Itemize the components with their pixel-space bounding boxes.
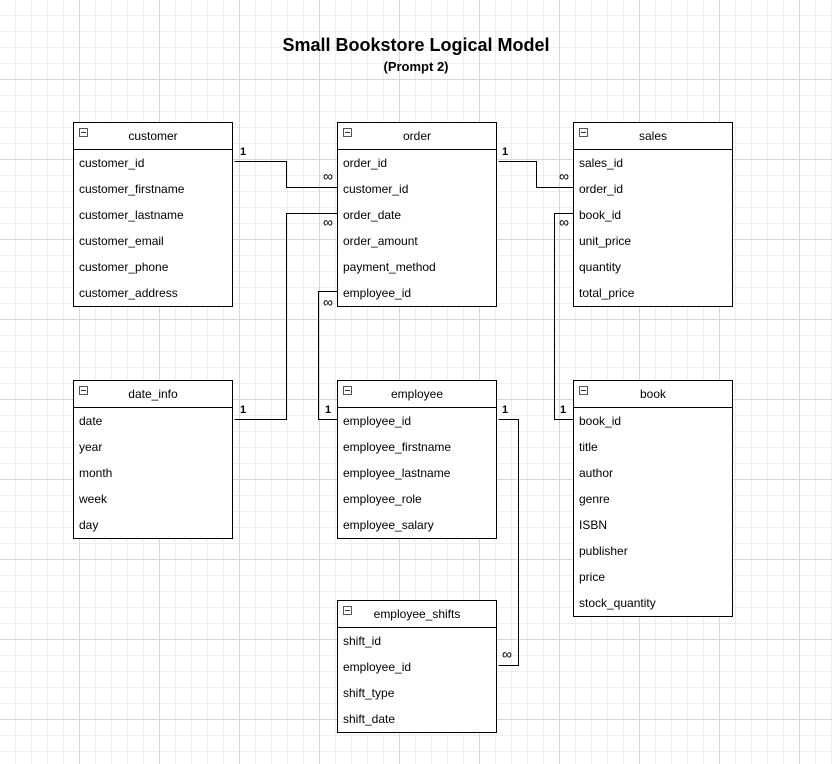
entity-header[interactable]: book xyxy=(574,381,732,408)
card-order-employee-many: ∞ xyxy=(323,294,333,310)
field-row[interactable]: publisher xyxy=(579,544,628,558)
card-order-customer-many: ∞ xyxy=(323,168,333,184)
field-row[interactable]: customer_lastname xyxy=(79,208,184,222)
card-sales-order-many: ∞ xyxy=(559,168,569,184)
field-row[interactable]: customer_firstname xyxy=(79,182,185,196)
field-row[interactable]: customer_id xyxy=(343,182,409,196)
collapse-icon[interactable] xyxy=(579,128,588,137)
diagram-title: Small Bookstore Logical Model xyxy=(282,35,550,55)
entity-name: customer xyxy=(128,129,178,143)
field-row[interactable]: employee_salary xyxy=(343,518,434,532)
card-customer-one: 1 xyxy=(240,146,247,158)
entity-header[interactable]: sales xyxy=(574,123,732,150)
field-row[interactable]: payment_method xyxy=(343,260,436,274)
card-book-one: 1 xyxy=(560,404,567,416)
entity-order[interactable]: order order_id customer_id order_date or… xyxy=(337,122,497,307)
field-row[interactable]: employee_firstname xyxy=(343,440,452,454)
field-row[interactable]: date xyxy=(79,414,103,428)
entity-name: book xyxy=(639,387,667,401)
field-row[interactable]: employee_id xyxy=(343,660,412,674)
rel-employee-shifts xyxy=(498,419,519,666)
field-row[interactable]: customer_email xyxy=(79,234,164,248)
card-employee-shift-one: 1 xyxy=(502,404,509,416)
field-row[interactable]: week xyxy=(79,492,108,506)
field-row[interactable]: order_id xyxy=(343,156,388,170)
field-row[interactable]: order_amount xyxy=(343,234,418,248)
card-employee-order-one: 1 xyxy=(325,404,332,416)
field-row[interactable]: shift_date xyxy=(343,712,396,726)
entity-date-info[interactable]: date_info date year month week day xyxy=(73,380,233,539)
rel-date-order xyxy=(234,213,339,420)
rel-book-sales xyxy=(554,213,575,420)
entity-name: employee xyxy=(390,387,444,401)
field-row[interactable]: book_id xyxy=(579,414,622,428)
field-row[interactable]: stock_quantity xyxy=(579,596,656,610)
field-row[interactable]: shift_type xyxy=(343,686,395,700)
field-row[interactable]: order_date xyxy=(343,208,402,222)
collapse-icon[interactable] xyxy=(79,128,88,137)
field-row[interactable]: author xyxy=(579,466,614,480)
field-row[interactable]: month xyxy=(79,466,113,480)
field-row[interactable]: employee_lastname xyxy=(343,466,451,480)
collapse-icon[interactable] xyxy=(343,386,352,395)
card-sales-book-many: ∞ xyxy=(559,214,569,230)
field-row[interactable]: year xyxy=(79,440,103,454)
field-row[interactable]: ISBN xyxy=(579,518,608,532)
entity-customer[interactable]: customer customer_id customer_firstname … xyxy=(73,122,233,307)
collapse-icon[interactable] xyxy=(343,606,352,615)
field-row[interactable]: customer_id xyxy=(79,156,145,170)
entity-header[interactable]: customer xyxy=(74,123,232,150)
entity-header[interactable]: employee_shifts xyxy=(338,601,496,628)
field-row[interactable]: sales_id xyxy=(579,156,624,170)
field-row[interactable]: unit_price xyxy=(579,234,632,248)
field-row[interactable]: quantity xyxy=(579,260,622,274)
entity-book[interactable]: book book_id title author genre ISBN pub… xyxy=(573,380,733,617)
card-shift-employee-many: ∞ xyxy=(502,646,512,662)
collapse-icon[interactable] xyxy=(79,386,88,395)
field-row[interactable]: shift_id xyxy=(343,634,382,648)
entity-employee[interactable]: employee employee_id employee_firstname … xyxy=(337,380,497,539)
field-row[interactable]: total_price xyxy=(579,286,635,300)
field-row[interactable]: employee_id xyxy=(343,414,412,428)
field-row[interactable]: employee_id xyxy=(343,286,412,300)
field-row[interactable]: customer_address xyxy=(79,286,178,300)
field-row[interactable]: book_id xyxy=(579,208,622,222)
entity-sales[interactable]: sales sales_id order_id book_id unit_pri… xyxy=(573,122,733,307)
card-order-date-many: ∞ xyxy=(323,214,333,230)
entity-header[interactable]: employee xyxy=(338,381,496,408)
card-date-one: 1 xyxy=(240,404,247,416)
entity-header[interactable]: order xyxy=(338,123,496,150)
field-row[interactable]: genre xyxy=(579,492,610,506)
collapse-icon[interactable] xyxy=(343,128,352,137)
card-order-one: 1 xyxy=(502,146,509,158)
collapse-icon[interactable] xyxy=(579,386,588,395)
entity-header[interactable]: date_info xyxy=(74,381,232,408)
entity-name: order xyxy=(402,129,431,143)
field-row[interactable]: price xyxy=(579,570,606,584)
rel-employee-order xyxy=(318,291,339,420)
entity-name: date_info xyxy=(128,387,178,401)
diagram-subtitle: (Prompt 2) xyxy=(383,59,449,74)
entity-name: employee_shifts xyxy=(373,607,461,621)
entity-name: sales xyxy=(638,129,667,143)
entity-employee-shifts[interactable]: employee_shifts shift_id employee_id shi… xyxy=(337,600,497,733)
field-row[interactable]: day xyxy=(79,518,99,532)
field-row[interactable]: employee_role xyxy=(343,492,422,506)
field-row[interactable]: title xyxy=(579,440,598,454)
field-row[interactable]: order_id xyxy=(579,182,624,196)
field-row[interactable]: customer_phone xyxy=(79,260,169,274)
